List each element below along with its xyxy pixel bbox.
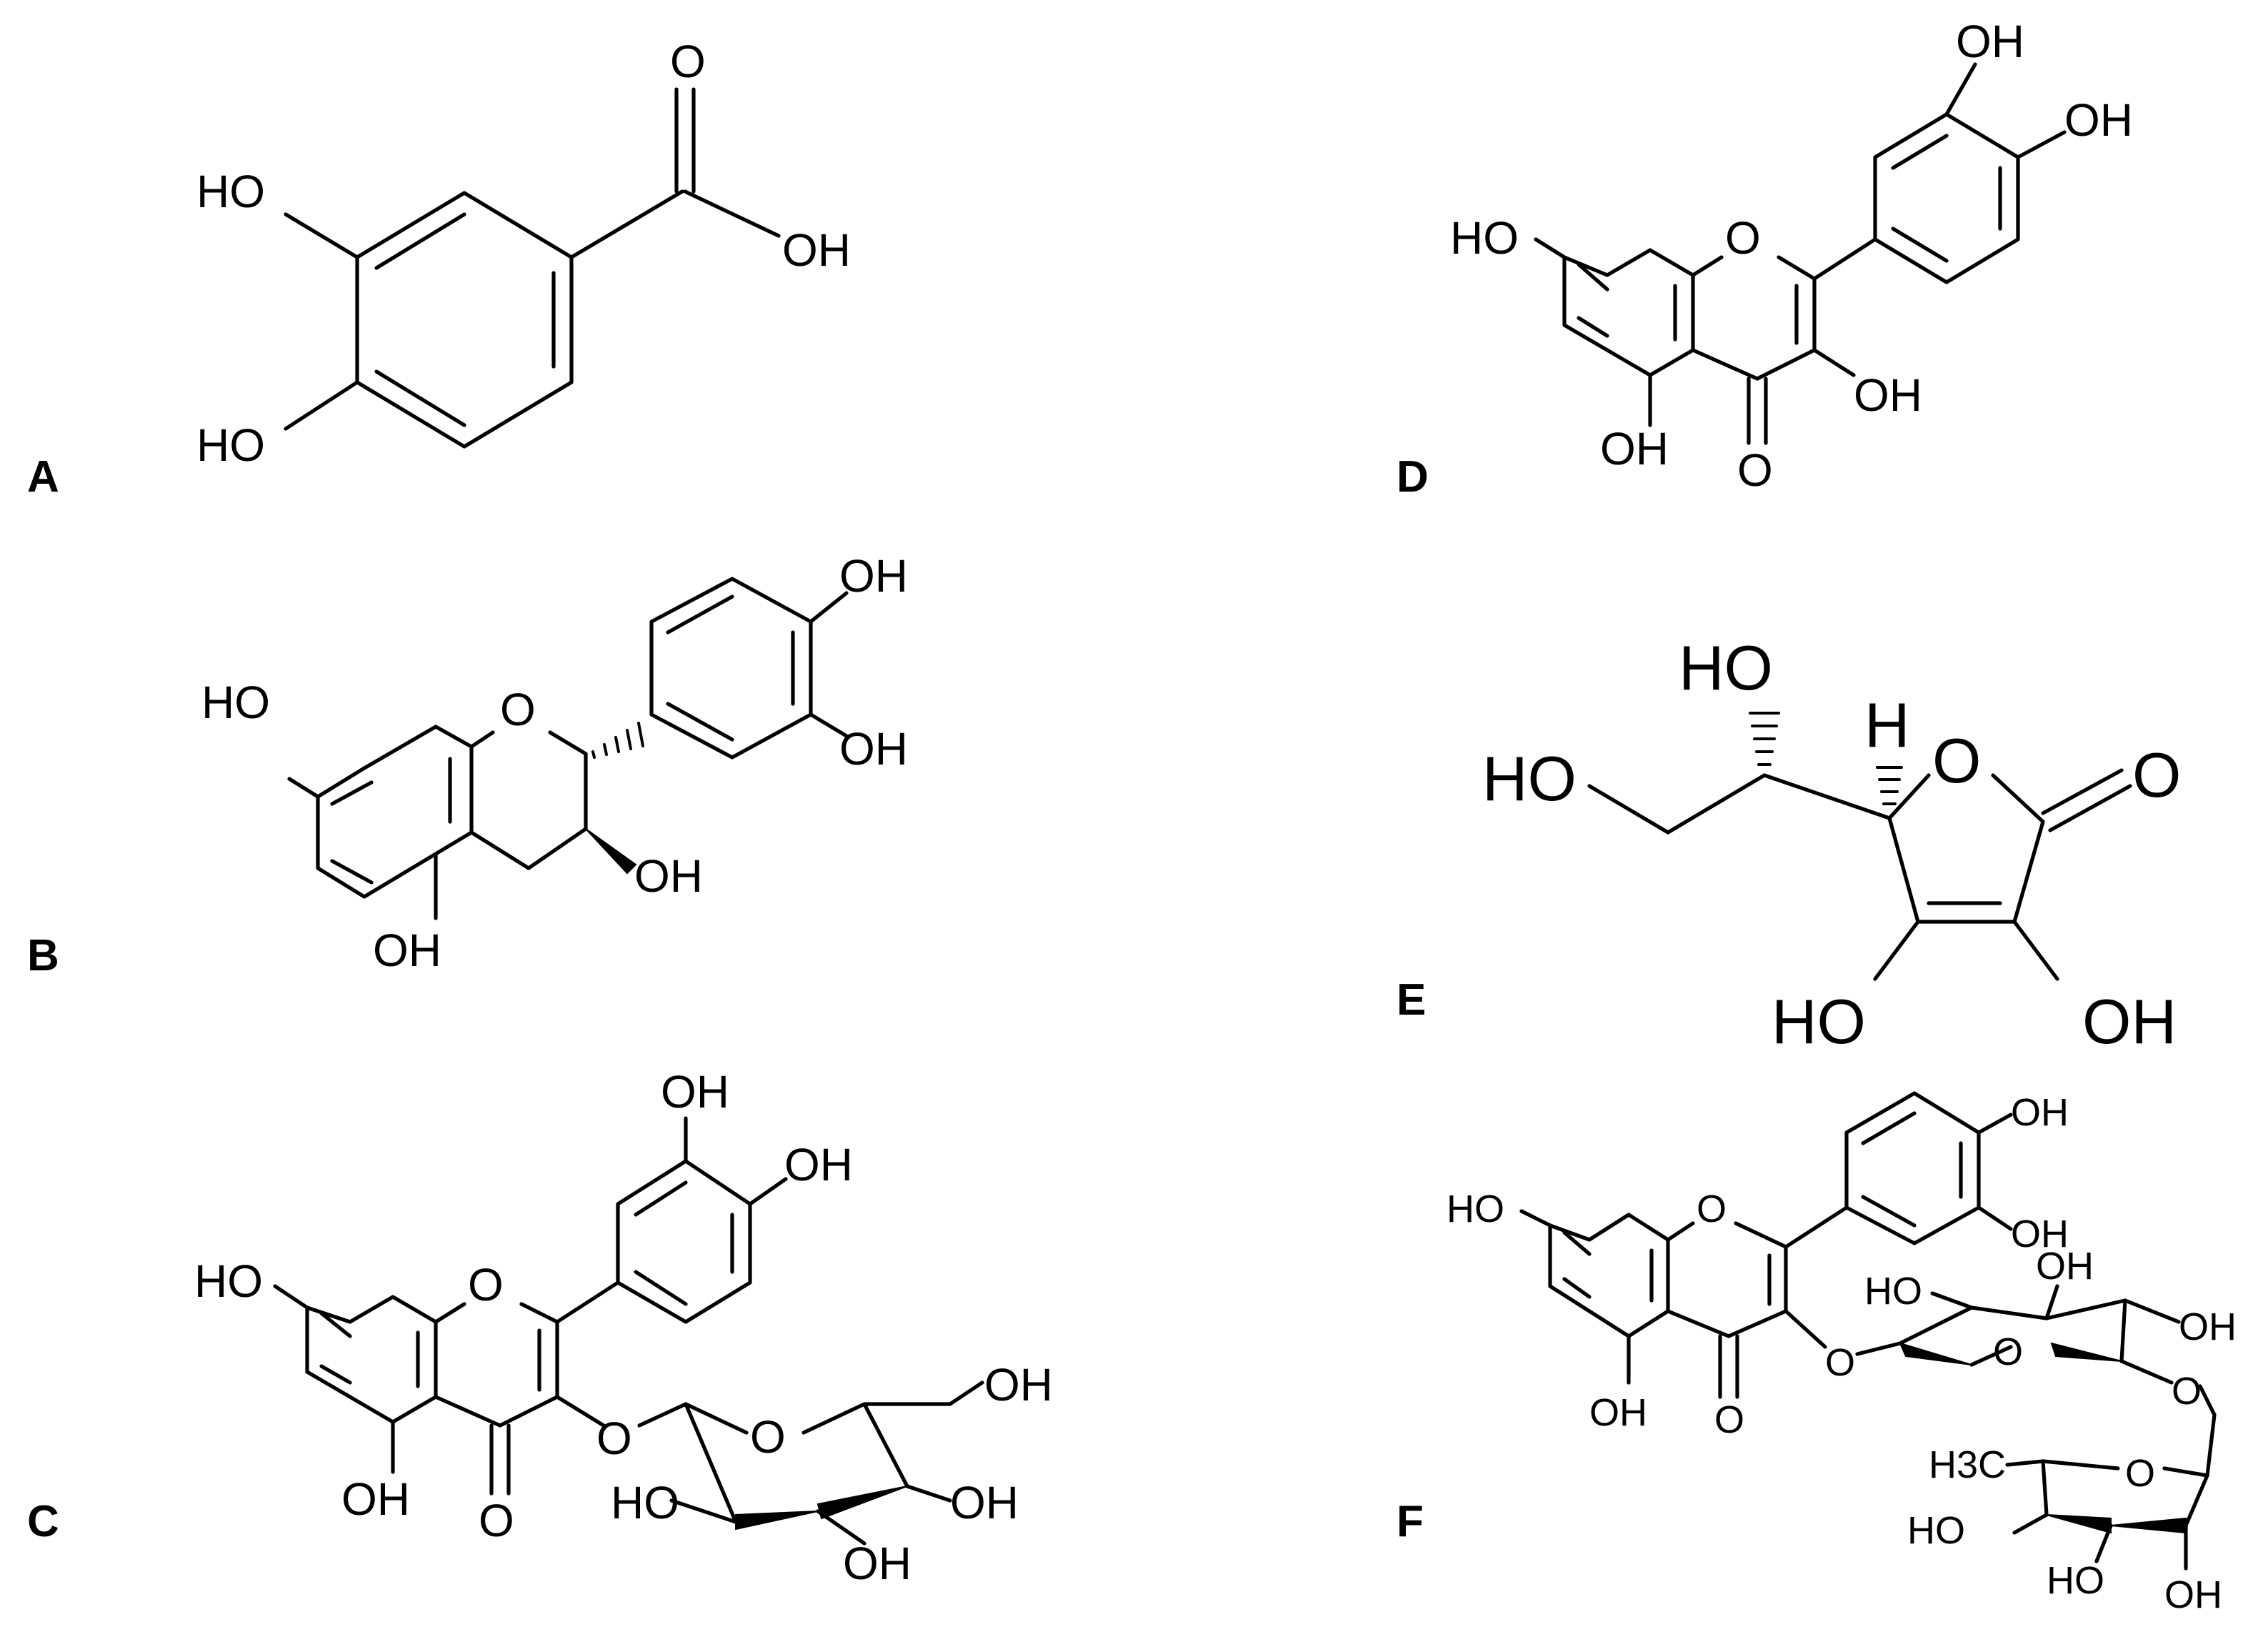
atom-ho: HO [201, 677, 270, 728]
atom-ho: HO [1864, 1270, 1922, 1313]
atom-o: O [670, 36, 706, 87]
atom-ho: HO [1679, 632, 1773, 703]
panel-label-f: F [1397, 1497, 1424, 1546]
atom-oh: OH [2179, 1305, 2237, 1348]
atom-oh: OH [373, 925, 441, 976]
structure-b-catechin: B HO O OH OH OH [27, 550, 908, 980]
atom-oh: OH [839, 550, 908, 602]
atom-o: O [1825, 1341, 1855, 1384]
panel-label-d: D [1397, 452, 1429, 502]
atom-oh: OH [341, 1473, 410, 1525]
atom-oh: OH [1854, 369, 1922, 421]
panel-label-b: B [27, 931, 59, 980]
atom-ho: HO [196, 166, 265, 217]
benzene-ring [355, 191, 574, 449]
atom-ho: HO [1447, 1188, 1504, 1230]
atom-ho: HO [1907, 1509, 1965, 1552]
atom-oh: OH [2082, 986, 2177, 1057]
atom-oh: OH [1956, 16, 2024, 67]
atom-o: O [2125, 1452, 2155, 1495]
atom-ch3: H3C [1929, 1443, 2006, 1486]
panel-label-c: C [27, 1497, 59, 1546]
atom-o: O [479, 1495, 514, 1546]
atom-o: O [1993, 1330, 2023, 1373]
atom-ho: HO [1450, 212, 1519, 264]
atom-ho: HO [1772, 986, 1866, 1057]
atom-oh: OH [984, 1359, 1053, 1410]
atom-oh: OH [1589, 1391, 1647, 1434]
atom-o: O [596, 1413, 632, 1464]
structure-e-ascorbic-acid: E HO HO H O [1397, 632, 2181, 1057]
atom-oh: OH [950, 1477, 1019, 1528]
atom-oh: OH [782, 224, 851, 276]
wedge-bond [585, 828, 637, 875]
structure-a-protocatechuic-acid: A HO HO O OH [27, 36, 851, 502]
atom-o: O [2172, 1370, 2202, 1413]
atom-h: H [1864, 690, 1910, 760]
atom-o: O [1714, 1398, 1744, 1441]
structure-c-quercetin-glucoside: C [27, 1066, 1053, 1589]
atom-ho: HO [2047, 1559, 2104, 1602]
atom-ho: HO [611, 1477, 679, 1528]
atom-ho: HO [196, 419, 265, 471]
atom-oh: OH [843, 1538, 911, 1589]
atom-o: O [468, 1259, 504, 1310]
atom-oh: OH [2064, 94, 2133, 146]
atom-ho: HO [1482, 743, 1577, 814]
atom-oh: OH [784, 1139, 853, 1190]
panel-label-a: A [27, 452, 59, 502]
hashed-bond [591, 722, 644, 759]
atom-o: O [1737, 444, 1773, 496]
atom-oh: OH [839, 723, 908, 775]
atom-o: O [2132, 740, 2181, 810]
atom-o: O [500, 684, 536, 735]
hashed-bond [1749, 712, 1780, 766]
atom-oh: OH [2011, 1091, 2069, 1134]
structure-d-quercetin: D OH OH HO O OH OH O [1397, 16, 2133, 502]
atom-o: O [1697, 1188, 1727, 1230]
atom-o: O [1725, 212, 1761, 264]
structure-f-rutin: F [1397, 1091, 2237, 1616]
atom-oh: OH [1600, 423, 1669, 474]
atom-oh: OH [2036, 1245, 2094, 1288]
atom-oh: OH [2164, 1573, 2222, 1616]
panel-label-e: E [1397, 975, 1426, 1025]
atom-oh: OH [661, 1066, 729, 1118]
atom-oh: OH [634, 850, 703, 902]
atom-o: O [1932, 725, 1981, 796]
hashed-bond [1876, 766, 1903, 805]
atom-ho: HO [194, 1255, 263, 1307]
atom-o: O [750, 1411, 786, 1463]
atom-oh: OH [2011, 1213, 2069, 1255]
